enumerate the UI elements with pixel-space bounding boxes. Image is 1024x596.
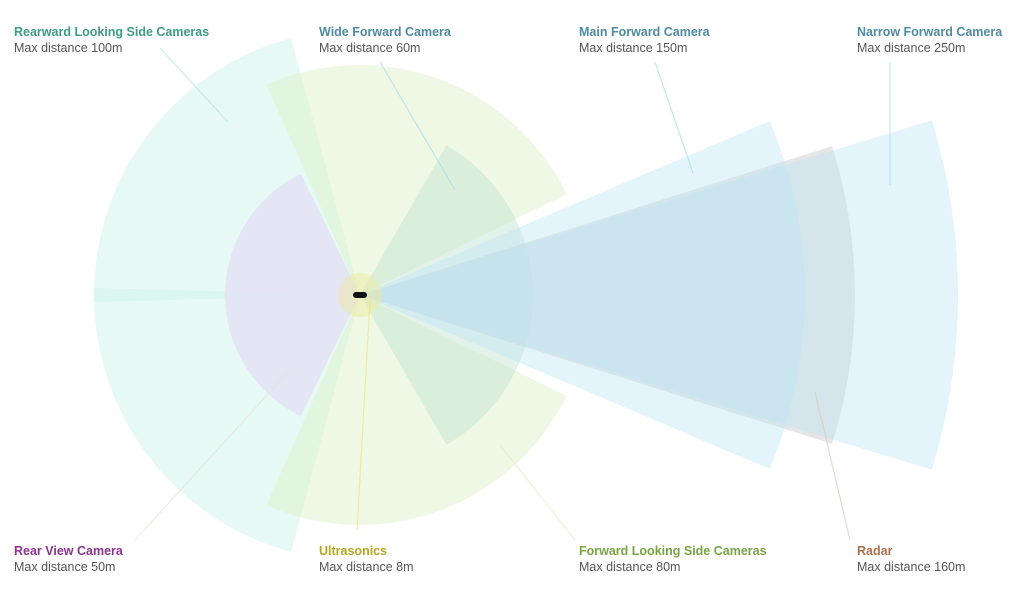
label-rear-view-camera: Rear View Camera Max distance 50m	[14, 543, 123, 575]
sensor-range: Max distance 50m	[14, 560, 116, 574]
leader-ultrasonics	[356, 299, 371, 531]
radar-coverage	[360, 146, 855, 444]
leader-forward-side	[499, 444, 576, 541]
label-forward-side-cameras: Forward Looking Side Cameras Max distanc…	[579, 543, 767, 575]
forward-side-camera-upper-coverage	[266, 64, 567, 296]
wide-forward-camera-coverage	[360, 145, 533, 445]
sensor-name: Forward Looking Side Cameras	[579, 544, 767, 558]
sensor-name: Main Forward Camera	[579, 25, 710, 39]
leader-radar	[814, 391, 851, 541]
narrow-forward-camera-coverage	[360, 120, 958, 470]
leader-wide	[379, 61, 456, 191]
label-rearward-side-cameras: Rearward Looking Side Cameras Max distan…	[14, 24, 209, 56]
leader-rearward	[159, 47, 229, 123]
label-wide-forward-camera: Wide Forward Camera Max distance 60m	[319, 24, 451, 56]
sensor-range: Max distance 100m	[14, 41, 123, 55]
sensor-name: Wide Forward Camera	[319, 25, 451, 39]
sensor-range: Max distance 160m	[857, 560, 966, 574]
sensor-name: Narrow Forward Camera	[857, 25, 1003, 39]
sensor-name: Ultrasonics	[319, 544, 388, 558]
sensor-name: Rearward Looking Side Cameras	[14, 25, 210, 39]
label-ultrasonics: Ultrasonics Max distance 8m	[319, 543, 413, 575]
sensor-name: Radar	[857, 544, 893, 558]
sensor-range: Max distance 250m	[857, 41, 966, 55]
sensor-range: Max distance 8m	[319, 560, 414, 574]
rear-view-camera-coverage	[224, 173, 360, 417]
forward-side-camera-lower-coverage	[266, 295, 567, 525]
sensor-range: Max distance 150m	[579, 41, 688, 55]
sensor-name: Rear View Camera	[14, 544, 123, 558]
sensor-range: Max distance 60m	[319, 41, 421, 55]
car-icon	[353, 292, 367, 298]
label-narrow-forward-camera: Narrow Forward Camera Max distance 250m	[857, 24, 1002, 56]
label-radar: Radar Max distance 160m	[857, 543, 965, 575]
leader-rear-view	[134, 369, 291, 541]
label-main-forward-camera: Main Forward Camera Max distance 150m	[579, 24, 710, 56]
main-forward-camera-coverage	[360, 121, 805, 469]
leader-main	[654, 61, 694, 174]
sensor-range: Max distance 80m	[579, 560, 681, 574]
